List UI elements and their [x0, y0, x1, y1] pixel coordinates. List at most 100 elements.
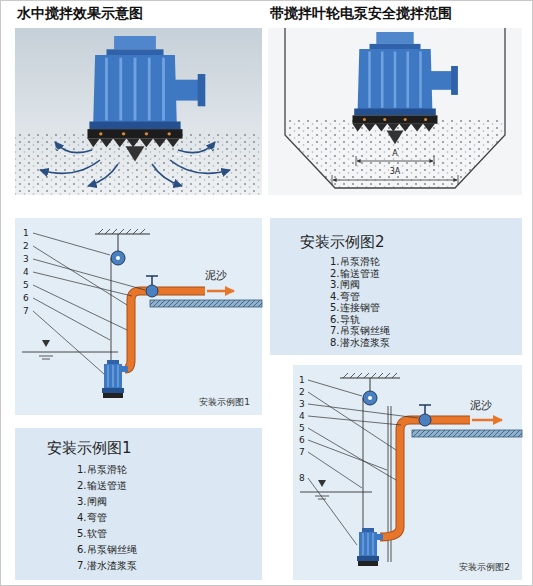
flow-label: 泥沙 [470, 400, 492, 413]
callout-number: 5 [23, 280, 29, 290]
list-item: 3.闸阀 [330, 279, 522, 291]
pulley-hub [368, 396, 372, 400]
installation-figure: 安装示例图1 [15, 218, 262, 415]
figure-caption: 安装示例图2 [459, 561, 510, 573]
dimension-label: A [391, 149, 398, 158]
flow-arrow [472, 419, 502, 422]
stir-arrows [40, 142, 230, 186]
list-item: 7.潜水渣浆泵 [77, 558, 262, 574]
callout-number: 8 [299, 473, 305, 483]
list-item: 2.输送管道 [77, 478, 262, 494]
stir-arrow [55, 142, 92, 153]
dimension-line [357, 161, 433, 162]
hanger [370, 378, 371, 391]
list-item: 1.吊泵滑轮 [330, 256, 522, 268]
leader-line [33, 311, 104, 374]
figure-caption: 安装示例图1 [199, 396, 250, 408]
callout-number: 7 [299, 447, 305, 457]
pump [353, 32, 458, 144]
gate-valve [146, 285, 158, 297]
water-level [22, 352, 118, 353]
dimension-label: 3A [389, 167, 402, 176]
wire-rope [111, 258, 112, 360]
callout-number: 6 [23, 293, 29, 303]
callout-number: 5 [299, 423, 305, 433]
list-item: 8.潜水渣浆泵 [330, 337, 522, 349]
parts-list-panel: 安装示例图11.吊泵滑轮2.输送管道3.闸阀4.弯管5.软管6.吊泵钢丝绳7.潜… [15, 428, 262, 580]
leader-line [308, 428, 396, 480]
callout-number: 6 [299, 435, 305, 445]
water-level-symbol [42, 340, 50, 347]
stir-arrow [152, 164, 182, 186]
pump [88, 36, 206, 161]
leader-line [308, 440, 387, 470]
stir-arrow [88, 164, 118, 186]
stir-glow-line [56, 148, 94, 157]
parts-list-panel: 安装示例图21.吊泵滑轮2.输送管道3.闸阀4.弯管5.连接钢管6.导轨7.吊泵… [270, 218, 522, 355]
leader-lines [33, 233, 145, 374]
tank-wall [285, 28, 505, 188]
leader-lines [308, 380, 418, 545]
stir-arrow [40, 160, 100, 173]
list-item: 2.输送管道 [330, 268, 522, 280]
pulley [363, 391, 377, 405]
tank-photo [268, 28, 522, 195]
pump [102, 360, 128, 398]
pump [357, 528, 383, 566]
figure-ground [15, 218, 262, 415]
valve-stem [419, 405, 431, 414]
figure-ground [293, 365, 522, 580]
pipe [125, 291, 205, 369]
ceiling [95, 233, 150, 234]
panel-title: 带搅拌叶轮电泵安全搅拌范围 [268, 4, 522, 22]
stir-glow [56, 148, 214, 157]
list-item: 3.闸阀 [77, 494, 262, 510]
leader-line [308, 392, 396, 450]
leader-line [308, 452, 362, 488]
callout-number: 3 [299, 399, 305, 409]
callout-number: 1 [23, 228, 29, 238]
illustration-panel: 水中搅拌效果示意图 [15, 4, 262, 195]
stir-glow-line [176, 148, 214, 157]
stir-arrow [170, 160, 230, 173]
callout-number: 4 [299, 411, 305, 421]
valve-stem [146, 276, 158, 285]
gate-valve [419, 414, 431, 426]
dimension-line [333, 180, 457, 181]
list-item: 1.吊泵滑轮 [77, 462, 262, 478]
pipe-outline [125, 291, 205, 369]
installation-figure: 安装示例图2 [293, 365, 522, 580]
water-level-symbol [318, 480, 326, 487]
hanger [118, 234, 119, 251]
pulley-hub [116, 256, 120, 260]
leader-line [33, 298, 110, 340]
list-item: 4.弯管 [330, 291, 522, 303]
leader-line [308, 380, 362, 396]
ceiling-hatch [98, 229, 145, 234]
water-level-symbol [39, 356, 53, 359]
sediment [15, 132, 262, 195]
list-item: 6.吊泵钢丝绳 [77, 542, 262, 558]
callout-number: 2 [299, 387, 305, 397]
ceiling-hatch [343, 373, 397, 378]
flow-label: 泥沙 [205, 270, 227, 283]
leader-line [33, 233, 110, 255]
callout-number: 1 [299, 375, 305, 385]
wire-rope [363, 398, 364, 528]
water-level [300, 492, 372, 493]
leader-line [308, 404, 418, 418]
leader-line [308, 416, 401, 425]
pulley [111, 251, 125, 265]
callout-number: 2 [23, 241, 29, 251]
list-item: 6.导轨 [330, 314, 522, 326]
dimension-tick [332, 175, 458, 185]
flow-arrow [207, 290, 234, 293]
list-heading: 安装示例图1 [47, 438, 262, 458]
panel-title: 水中搅拌效果示意图 [15, 4, 262, 22]
list-item: 5.连接钢管 [330, 302, 522, 314]
platform [150, 300, 262, 307]
stir-arrow [178, 142, 215, 153]
list-item: 4.弯管 [77, 510, 262, 526]
